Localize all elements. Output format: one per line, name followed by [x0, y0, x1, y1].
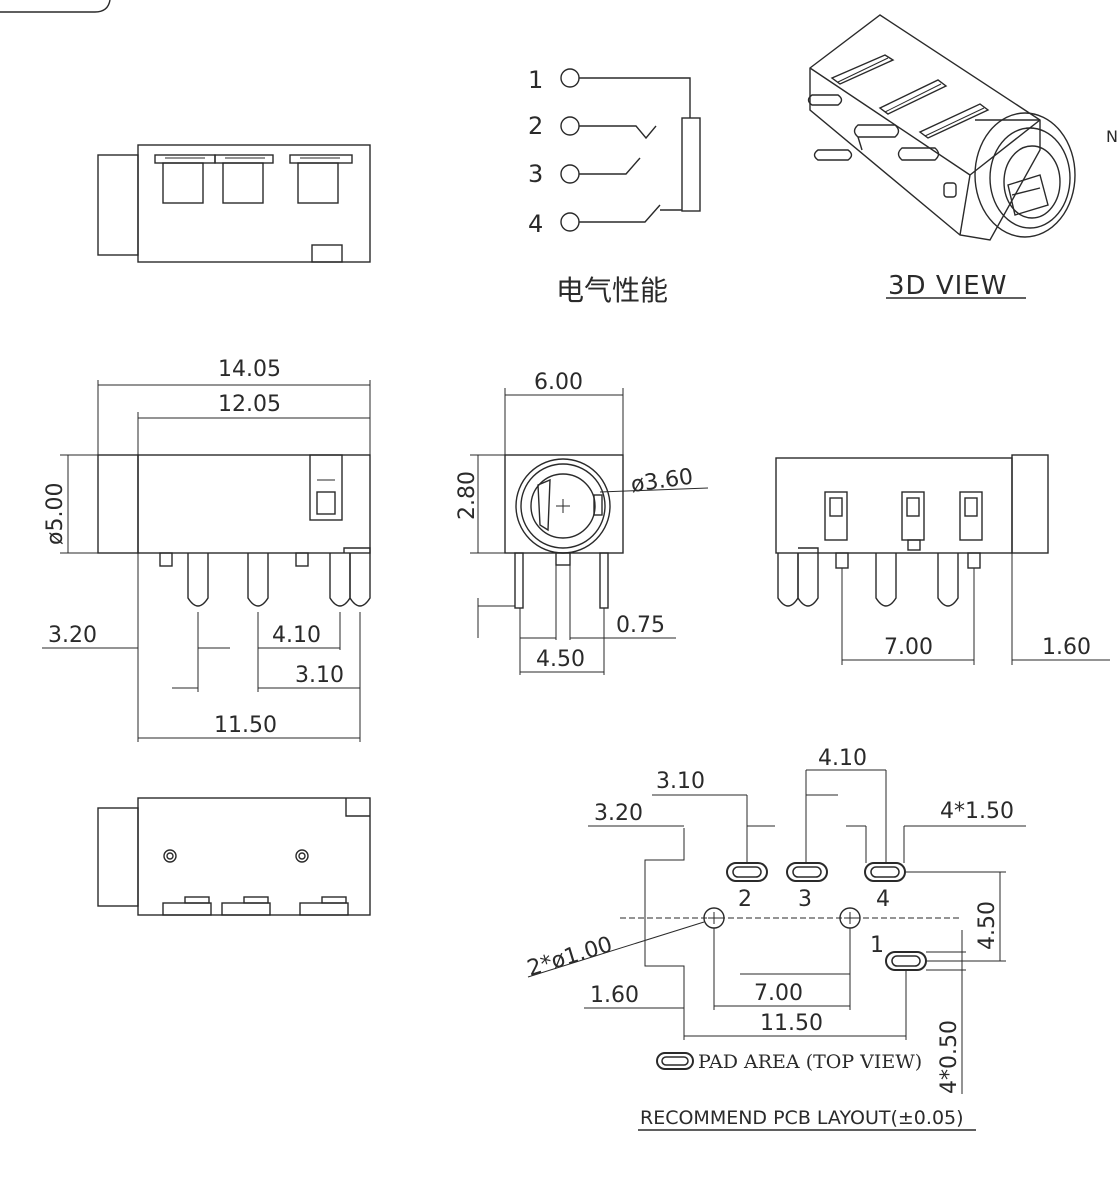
dim-14-05: 14.05	[218, 357, 281, 382]
pad-area-legend: PAD AREA (TOP VIEW)	[698, 1051, 922, 1073]
dim-pcb-pad-height: 4*0.50	[937, 1020, 962, 1094]
dim-pcb-11-50: 11.50	[760, 1011, 823, 1036]
3d-view: 3D VIEW N	[807, 14, 1118, 301]
bottom-view	[97, 797, 371, 916]
pad-3-label: 3	[798, 887, 812, 912]
corner-mark: N	[1106, 127, 1118, 146]
pin-3-label: 3	[528, 160, 543, 188]
rear-view: 7.00 1.60	[775, 454, 1110, 665]
dim-pcb-holes: 2*ø1.00	[524, 932, 615, 981]
dim-pcb-4-50: 4.50	[975, 901, 1000, 950]
dim-1-60-rear: 1.60	[1042, 635, 1091, 660]
schematic: 1 2 3 4 电气性能	[528, 66, 701, 307]
dim-pcb-1-60: 1.60	[590, 983, 639, 1008]
top-view	[97, 144, 371, 263]
dim-4-50: 4.50	[536, 647, 585, 672]
3d-view-label: 3D VIEW	[888, 271, 1007, 301]
dim-4-10: 4.10	[272, 623, 321, 648]
dim-diameter: ø5.00	[43, 483, 68, 545]
pcb-layout: 2 3 4 1 3.10 4.10 3.20 4*1.50 2*ø1.00 1.…	[524, 746, 1026, 1131]
pin-2-label: 2	[528, 112, 543, 140]
pin-4-label: 4	[528, 210, 543, 238]
pad-2-label: 2	[738, 887, 752, 912]
dim-pcb-3-10: 3.10	[656, 769, 705, 794]
front-view: 6.00 2.80 ø3.60 0.75 4.50	[455, 370, 709, 675]
pad-4-label: 4	[876, 887, 890, 912]
dim-3-10: 3.10	[295, 663, 344, 688]
dim-7-00-rear: 7.00	[884, 635, 933, 660]
dim-pcb-3-20: 3.20	[594, 801, 643, 826]
dim-6-00: 6.00	[534, 370, 583, 395]
dim-2-80: 2.80	[455, 471, 480, 520]
dim-3-20: 3.20	[48, 623, 97, 648]
dim-pcb-4-10: 4.10	[818, 746, 867, 771]
pad-1-label: 1	[870, 933, 884, 958]
dim-pcb-pad-width: 4*1.50	[940, 799, 1014, 824]
side-view: 14.05 12.05 ø5.00 3.20 4.10 3.10 11.50	[42, 357, 371, 742]
dim-11-50: 11.50	[214, 713, 277, 738]
schematic-title: 电气性能	[556, 274, 668, 307]
pcb-layout-title: RECOMMEND PCB LAYOUT(±0.05)	[640, 1107, 964, 1129]
dim-0-75: 0.75	[616, 613, 665, 638]
dim-pcb-7-00: 7.00	[754, 981, 803, 1006]
pin-1-label: 1	[528, 66, 543, 94]
dim-bore: ø3.60	[629, 464, 694, 497]
dim-12-05: 12.05	[218, 392, 281, 417]
